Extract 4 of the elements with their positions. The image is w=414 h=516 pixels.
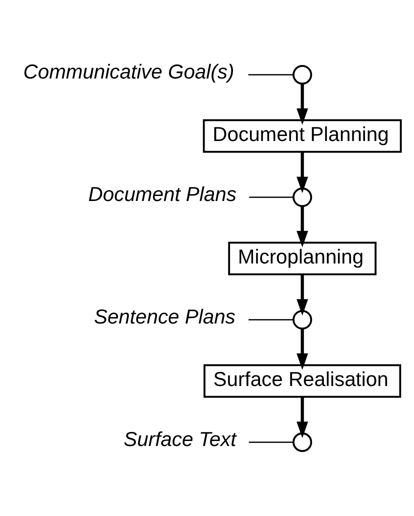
node-text: Surface Text [124,428,236,450]
node-text: Document Plans [88,183,236,206]
node-text: Sentence Plans [94,306,236,328]
node-text: Communicative Goal(s) [23,60,234,83]
